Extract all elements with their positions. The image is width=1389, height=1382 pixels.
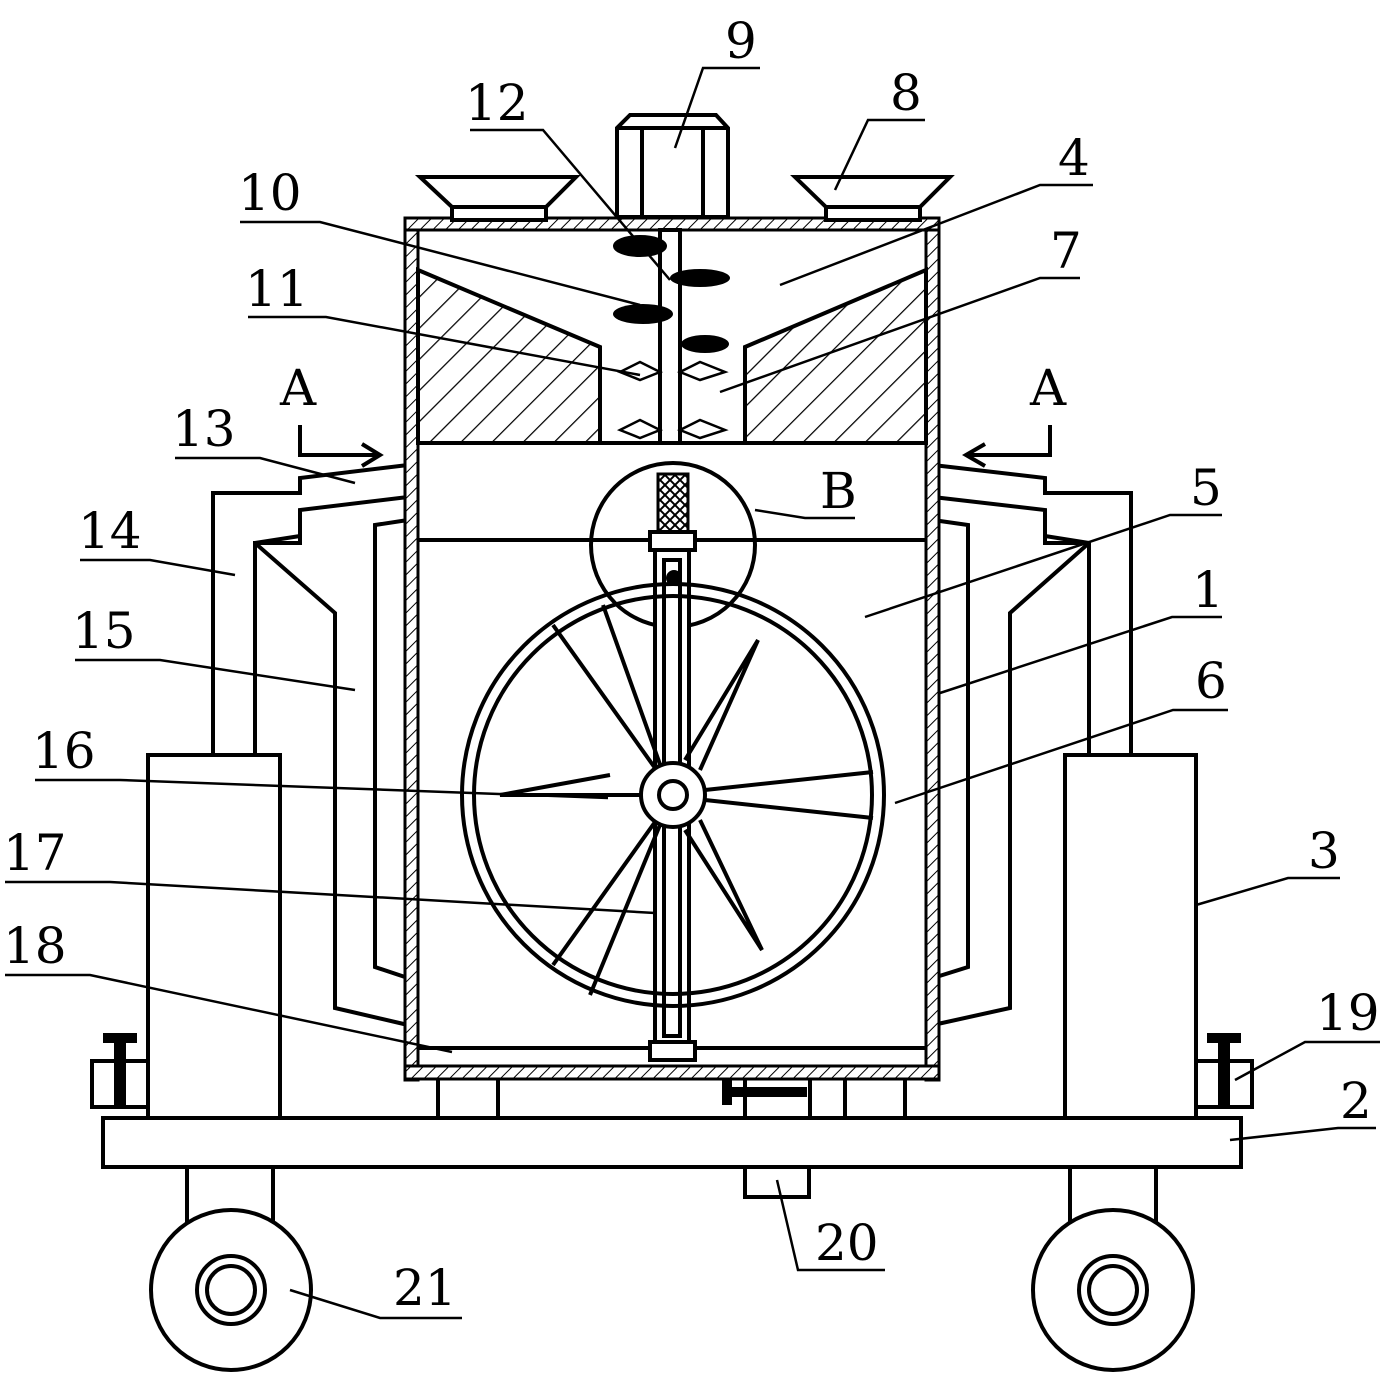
label-4: 4 — [1058, 129, 1090, 187]
leader-lines — [5, 66, 1380, 1320]
label-20: 20 — [815, 1214, 879, 1272]
label-12: 12 — [465, 74, 529, 132]
label-b: B — [820, 462, 857, 520]
left-feed-hopper — [414, 175, 581, 222]
label-17: 17 — [3, 824, 67, 882]
crosshatch-coupling — [656, 472, 690, 534]
svg-text:A: A — [1029, 359, 1067, 417]
small-stirring-blade — [616, 360, 729, 440]
right-jacket — [932, 518, 970, 980]
left-wheel — [149, 1165, 313, 1372]
label-10: 10 — [238, 164, 302, 222]
bottom-plate — [403, 1064, 941, 1081]
screw-shaft — [658, 228, 682, 445]
left-leg — [436, 1076, 500, 1120]
label-18: 18 — [3, 917, 67, 975]
label-8: 8 — [890, 64, 922, 122]
center-leg — [743, 1076, 812, 1120]
right-clamp-bolt — [1194, 1033, 1254, 1109]
right-funnel-block — [743, 266, 928, 445]
right-wheel — [1031, 1165, 1195, 1372]
left-clamp-bolt — [90, 1033, 150, 1109]
section-mark-right: A — [962, 359, 1067, 468]
label-6: 6 — [1195, 652, 1227, 710]
left-outer-pipe — [211, 463, 409, 755]
drain-valve-knob — [722, 1075, 732, 1105]
label-21: 21 — [393, 1259, 457, 1317]
label-14: 14 — [78, 502, 142, 560]
left-funnel-block — [416, 266, 602, 445]
label-15: 15 — [72, 602, 136, 660]
svg-text:A: A — [279, 359, 317, 417]
label-3: 3 — [1308, 822, 1340, 880]
right-feed-hopper — [790, 175, 955, 222]
label-11: 11 — [245, 260, 309, 318]
right-outer-pipe — [932, 463, 1133, 755]
top-motor — [615, 113, 730, 219]
label-16: 16 — [32, 722, 96, 780]
section-mark-left: A — [279, 359, 384, 468]
part-labels: 9 12 8 4 10 7 11 13 B 5 14 1 15 6 16 17 … — [3, 12, 1380, 1317]
label-1: 1 — [1192, 561, 1224, 619]
label-7: 7 — [1050, 222, 1082, 280]
label-9: 9 — [725, 12, 757, 70]
label-13: 13 — [172, 400, 236, 458]
right-leg — [843, 1076, 907, 1120]
left-side-tank — [146, 753, 282, 1120]
label-19: 19 — [1316, 984, 1380, 1042]
left-jacket — [373, 518, 409, 980]
base-plate — [101, 1116, 1243, 1169]
right-side-tank — [1063, 753, 1198, 1120]
drain-valve-handle — [727, 1087, 807, 1097]
label-2: 2 — [1340, 1072, 1372, 1130]
bottom-outlet — [743, 1165, 811, 1199]
label-5: 5 — [1190, 459, 1222, 517]
